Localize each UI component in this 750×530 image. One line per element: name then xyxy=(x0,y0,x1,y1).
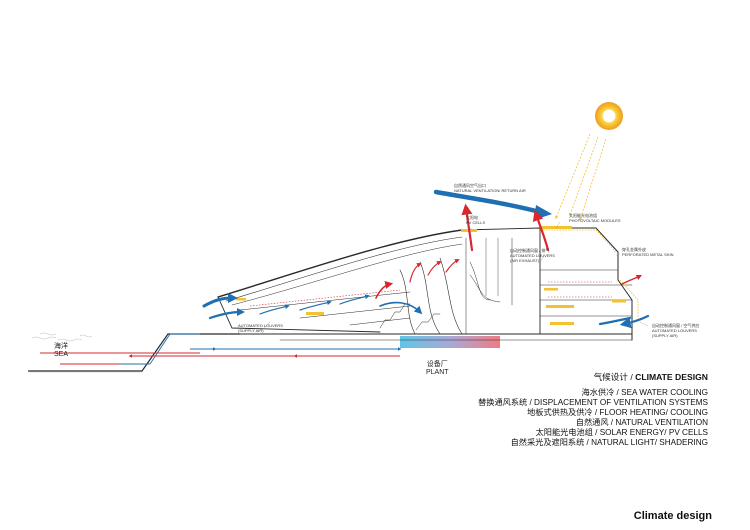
legend-item: 自然通风 / NATURAL VENTILATION xyxy=(575,418,708,427)
sea-waves xyxy=(31,332,93,342)
leader-lines xyxy=(263,221,649,329)
sea-water-pipes xyxy=(40,333,402,365)
louvers-supply-right-label: 自动控制通风窗 / 空气供应 AUTOMATED LOUVERS (SUPPLY… xyxy=(652,323,700,338)
legend-item: 替换通风系统 / DISPLACEMENT OF VENTILATION SYS… xyxy=(478,398,708,407)
legend-item: 地板式供热及供冷 / FLOOR HEATING/ COOLING xyxy=(527,408,708,417)
figure-caption: Climate design xyxy=(633,510,712,522)
plant-label: 设备厂 PLANT xyxy=(426,361,449,376)
exhaust-air-arrows xyxy=(375,203,643,299)
louvers-exhaust-label: 自动控制通风窗 / 排气 AUTOMATED LOUVERS (AIR EXHA… xyxy=(510,248,555,263)
pv-dashed-frame xyxy=(540,229,639,318)
sun-icon xyxy=(595,102,623,130)
natural-ventilation-arrow xyxy=(433,189,543,215)
louvers-supply-left-label: AUTOMATED LOUVERS (SUPPLY AIR) xyxy=(238,323,283,333)
legend-item: 自然采光及遮阳系统 / NATURAL LIGHT/ SHADERING xyxy=(510,438,708,447)
plant-box xyxy=(400,336,500,348)
pv-cells-label: 太阳电 PV CELLS xyxy=(466,215,486,225)
floor-heating-lines xyxy=(249,281,612,307)
legend-item: 太阳能光电池组 / SOLAR ENERGY/ PV CELLS xyxy=(535,428,708,437)
climate-design-legend: 气候设计 / CLIMATE DESIGN 海水供冷 / SEA WATER C… xyxy=(478,372,708,448)
ground-line xyxy=(28,333,240,373)
pv-panels xyxy=(236,226,626,325)
legend-title: 气候设计 / CLIMATE DESIGN xyxy=(593,372,708,382)
supply-air-arrows xyxy=(202,293,650,329)
sea-label: 海洋 SEA xyxy=(54,343,69,358)
sun-rays xyxy=(555,133,607,222)
photovoltaic-modules-label: 太阳能光电池组 PHOTOVOLTAIC MODULES xyxy=(569,213,621,223)
perforated-metal-skin-label: 穿孔金属外皮 PERFORATED METAL SKIN xyxy=(622,247,674,257)
natural-ventilation-label: 自然通风空气出口 NATURAL VENTILATION/ RETURN AIR xyxy=(454,183,526,193)
legend-item: 海水供冷 / SEA WATER COOLING xyxy=(581,388,708,397)
